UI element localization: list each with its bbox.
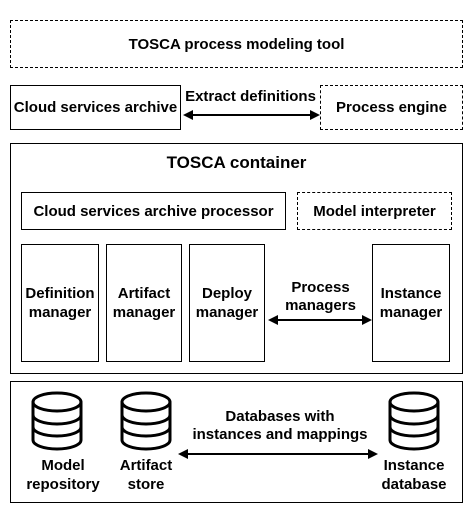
definition-manager-box: Definition manager — [21, 244, 99, 362]
extract-definitions-label: Extract definitions — [185, 88, 316, 105]
process-managers-arrow — [268, 315, 372, 325]
deploy-manager-label: Deploy manager — [195, 285, 259, 321]
databases-mappings-label: Databases with instances and mappings — [192, 408, 368, 443]
extract-definitions-arrow — [183, 110, 320, 120]
model-repository-database-icon — [31, 391, 83, 451]
model-repository-label: Model repository — [26, 457, 100, 493]
instance-database-label: Instance database — [381, 457, 447, 493]
instance-manager-label: Instance manager — [379, 285, 443, 321]
process-modeling-tool-label: TOSCA process modeling tool — [128, 35, 345, 53]
cloud-services-archive-box: Cloud services archive — [10, 85, 181, 130]
model-interpreter-label: Model interpreter — [313, 202, 436, 220]
storage-area-box — [10, 381, 463, 503]
artifact-store-database-icon — [120, 391, 172, 451]
cloud-services-archive-label: Cloud services archive — [13, 99, 178, 116]
deploy-manager-box: Deploy manager — [189, 244, 265, 362]
definition-manager-label: Definition manager — [25, 285, 95, 321]
tosca-container-title: TOSCA container — [166, 153, 307, 172]
csar-processor-box: Cloud services archive processor — [21, 192, 286, 230]
model-interpreter-box: Model interpreter — [297, 192, 452, 230]
artifact-manager-box: Artifact manager — [106, 244, 182, 362]
tosca-container-box — [10, 143, 463, 374]
instance-manager-box: Instance manager — [372, 244, 450, 362]
process-modeling-tool-box: TOSCA process modeling tool — [10, 20, 463, 68]
artifact-manager-label: Artifact manager — [112, 285, 176, 321]
csar-processor-label: Cloud services archive processor — [33, 202, 274, 220]
artifact-store-label: Artifact store — [119, 457, 173, 493]
instance-database-icon — [388, 391, 440, 451]
process-engine-label: Process engine — [336, 99, 447, 116]
databases-mappings-arrow — [178, 449, 378, 459]
process-engine-box: Process engine — [320, 85, 463, 130]
process-managers-label: Process managers — [285, 279, 356, 314]
